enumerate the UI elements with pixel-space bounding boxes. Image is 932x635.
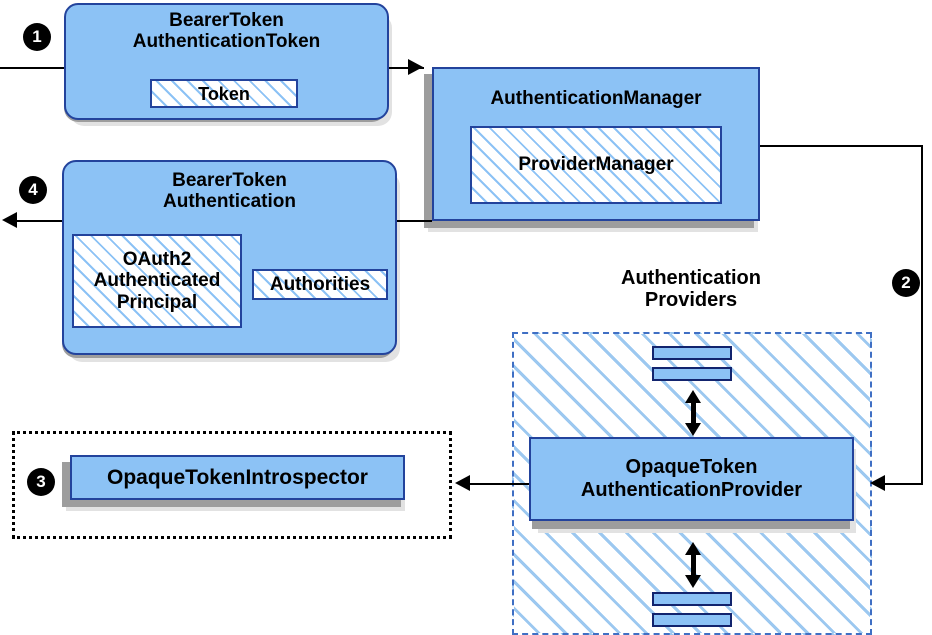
provider-bar-top-1	[652, 346, 732, 360]
step-badge-1: 1	[24, 24, 50, 50]
step-badge-2: 2	[893, 270, 919, 296]
arrowhead-token-to-manager	[408, 59, 423, 75]
arrowhead-right-to-provider	[870, 475, 885, 491]
provider-bar-bottom-2	[652, 613, 732, 627]
inner-box-oauth2-authenticated-principal-label: OAuth2 Authenticated Principal	[93, 249, 221, 313]
node-opaque-token-introspector[interactable]: OpaqueTokenIntrospector	[70, 455, 405, 500]
node-opaque-token-authentication-provider[interactable]: OpaqueToken AuthenticationProvider	[529, 437, 854, 521]
inner-box-authorities[interactable]: Authorities	[252, 269, 388, 300]
connector-manager-to-right	[758, 145, 923, 147]
arrowhead-provider-link-top-up	[685, 390, 701, 403]
inner-box-provider-manager[interactable]: ProviderManager	[470, 126, 722, 204]
step-badge-4: 4	[20, 177, 46, 203]
connector-provider-to-introspector	[468, 483, 530, 485]
provider-link-top	[691, 395, 696, 425]
node-opaque-token-authentication-provider-label: OpaqueToken AuthenticationProvider	[580, 456, 803, 501]
step-badge-3: 3	[28, 469, 54, 495]
connector-authentication-out	[12, 220, 72, 222]
inner-box-provider-manager-label: ProviderManager	[518, 154, 674, 175]
node-opaque-token-introspector-label: OpaqueTokenIntrospector	[107, 466, 368, 489]
connector-right-vertical	[921, 145, 923, 483]
arrowhead-provider-link-bottom-up	[685, 542, 701, 555]
connector-token-to-manager	[388, 67, 424, 69]
authentication-providers-label: Authentication Providers	[621, 267, 761, 312]
provider-bar-top-2	[652, 367, 732, 381]
introspector-group-region	[12, 431, 452, 539]
node-bearer-token-authentication-token-label: BearerToken AuthenticationToken	[132, 10, 321, 53]
arrowhead-provider-link-bottom-down	[685, 575, 701, 588]
provider-bar-bottom-1	[652, 592, 732, 606]
inner-box-token-label: Token	[198, 84, 250, 104]
provider-link-bottom	[691, 547, 696, 577]
node-authentication-manager-label: AuthenticationManager	[490, 88, 702, 109]
connector-manager-to-authentication	[396, 220, 432, 222]
node-bearer-token-authentication-label: BearerToken Authentication	[163, 170, 296, 213]
arrowhead-authentication-out	[2, 212, 17, 228]
connector-right-to-provider	[875, 483, 923, 485]
connector-request-in	[0, 67, 70, 69]
arrowhead-provider-link-top-down	[685, 423, 701, 436]
inner-box-oauth2-authenticated-principal[interactable]: OAuth2 Authenticated Principal	[72, 234, 242, 328]
inner-box-token[interactable]: Token	[150, 79, 298, 108]
inner-box-authorities-label: Authorities	[269, 274, 371, 295]
arrowhead-provider-to-introspector	[455, 475, 470, 491]
